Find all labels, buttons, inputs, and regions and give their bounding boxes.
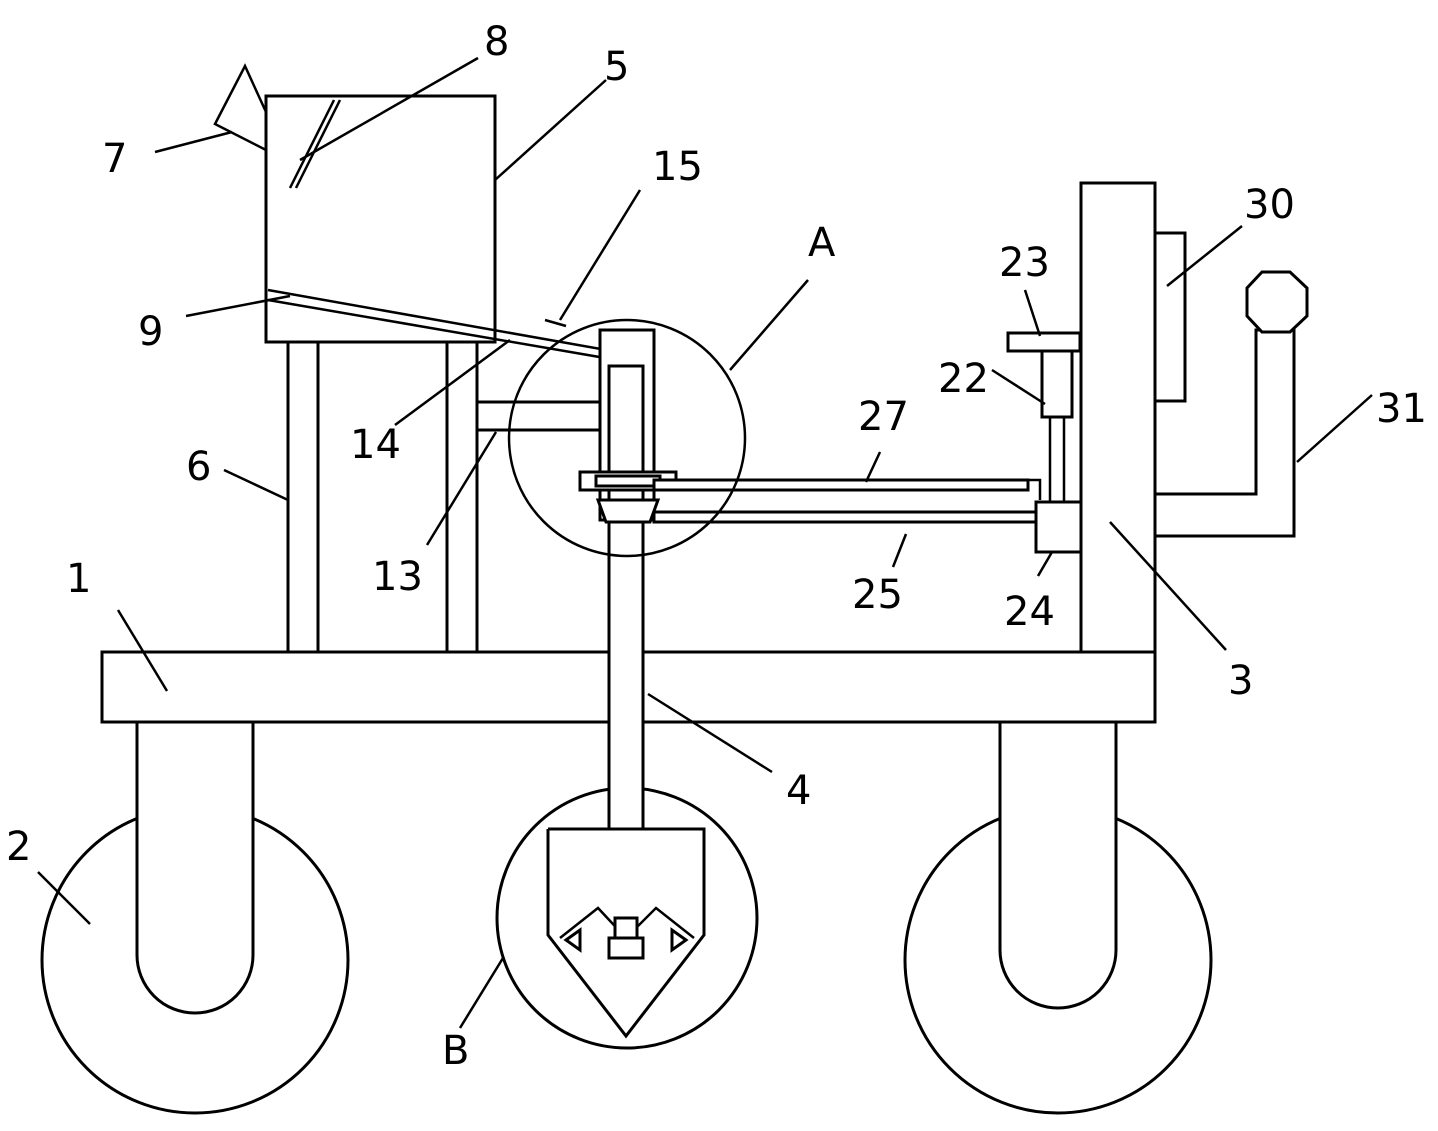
inner-rod-8	[288, 99, 342, 189]
planter-blade	[546, 827, 706, 1039]
label-30: 30	[1244, 182, 1295, 228]
label-1: 1	[66, 556, 91, 602]
collar-inner	[594, 474, 662, 488]
handle-31	[1155, 270, 1309, 538]
right-wheel	[903, 722, 1213, 1115]
left-support-leg	[286, 338, 320, 654]
label-b: B	[442, 1028, 469, 1074]
cylinder-22	[1040, 349, 1074, 419]
top-plate-23	[1006, 331, 1082, 353]
side-column	[1079, 181, 1157, 654]
label-8: 8	[484, 19, 509, 65]
label-7: 7	[102, 136, 127, 182]
label-4: 4	[786, 768, 811, 814]
detail-circle-a	[507, 318, 747, 558]
block-24	[1034, 500, 1084, 554]
label-2: 2	[6, 824, 31, 870]
label-9: 9	[138, 309, 163, 355]
horizontal-arm	[475, 400, 609, 432]
right-support-leg	[445, 338, 479, 654]
label-25: 25	[852, 572, 903, 618]
label-a: A	[808, 220, 836, 266]
label-13: 13	[372, 554, 423, 600]
label-31: 31	[1376, 386, 1427, 432]
label-14: 14	[350, 422, 401, 468]
box-handle-7	[213, 63, 268, 152]
label-5: 5	[604, 44, 629, 90]
label-15: 15	[652, 144, 703, 190]
seed-box	[264, 94, 497, 344]
label-23: 23	[999, 240, 1050, 286]
motor-30	[1153, 231, 1187, 403]
rod-27	[652, 478, 1030, 492]
label-24: 24	[1004, 589, 1055, 635]
left-wheel	[40, 722, 350, 1115]
label-6: 6	[186, 444, 211, 490]
leader-lines	[37, 56, 1373, 1029]
label-3: 3	[1228, 658, 1253, 704]
label-27: 27	[858, 394, 909, 440]
lower-collar	[595, 498, 661, 524]
label-22: 22	[938, 356, 989, 402]
